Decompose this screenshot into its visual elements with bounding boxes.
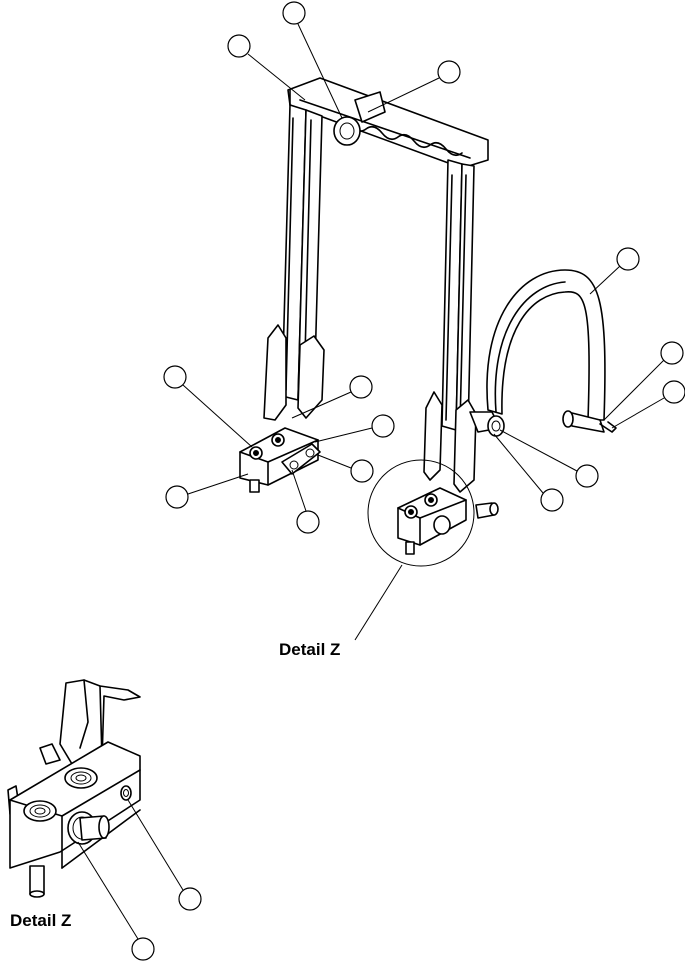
callout-bubble <box>349 375 373 399</box>
callout-bubble <box>227 34 251 58</box>
detail-z-label-inset: Detail Z <box>10 911 72 930</box>
right-post <box>441 159 475 433</box>
callouts-main <box>163 1 685 534</box>
callout-bubble <box>350 459 374 483</box>
callout-bubble <box>371 414 395 438</box>
left-post <box>281 104 323 403</box>
callout-bubble <box>165 485 189 509</box>
callout-bubble <box>131 937 155 961</box>
main-assembly <box>163 1 685 641</box>
detail-z-inset <box>7 679 202 961</box>
callout-bubble <box>662 380 685 404</box>
left-jaw-assembly <box>239 324 325 493</box>
detail-z-circle <box>367 459 475 567</box>
callout-bubble <box>282 1 306 25</box>
callout-bubble <box>178 887 202 911</box>
callout-bubble <box>437 60 461 84</box>
detail-z-label-main: Detail Z <box>279 640 341 659</box>
callout-bubble <box>616 247 640 271</box>
right-jaw-assembly <box>397 391 499 555</box>
callout-bubble <box>296 510 320 534</box>
callout-bubble <box>575 464 599 488</box>
callout-bubble <box>660 341 684 365</box>
callout-bubble <box>540 488 564 512</box>
callout-bubble <box>163 365 187 389</box>
curved-arm <box>469 269 617 437</box>
top-crossbar <box>287 77 489 169</box>
